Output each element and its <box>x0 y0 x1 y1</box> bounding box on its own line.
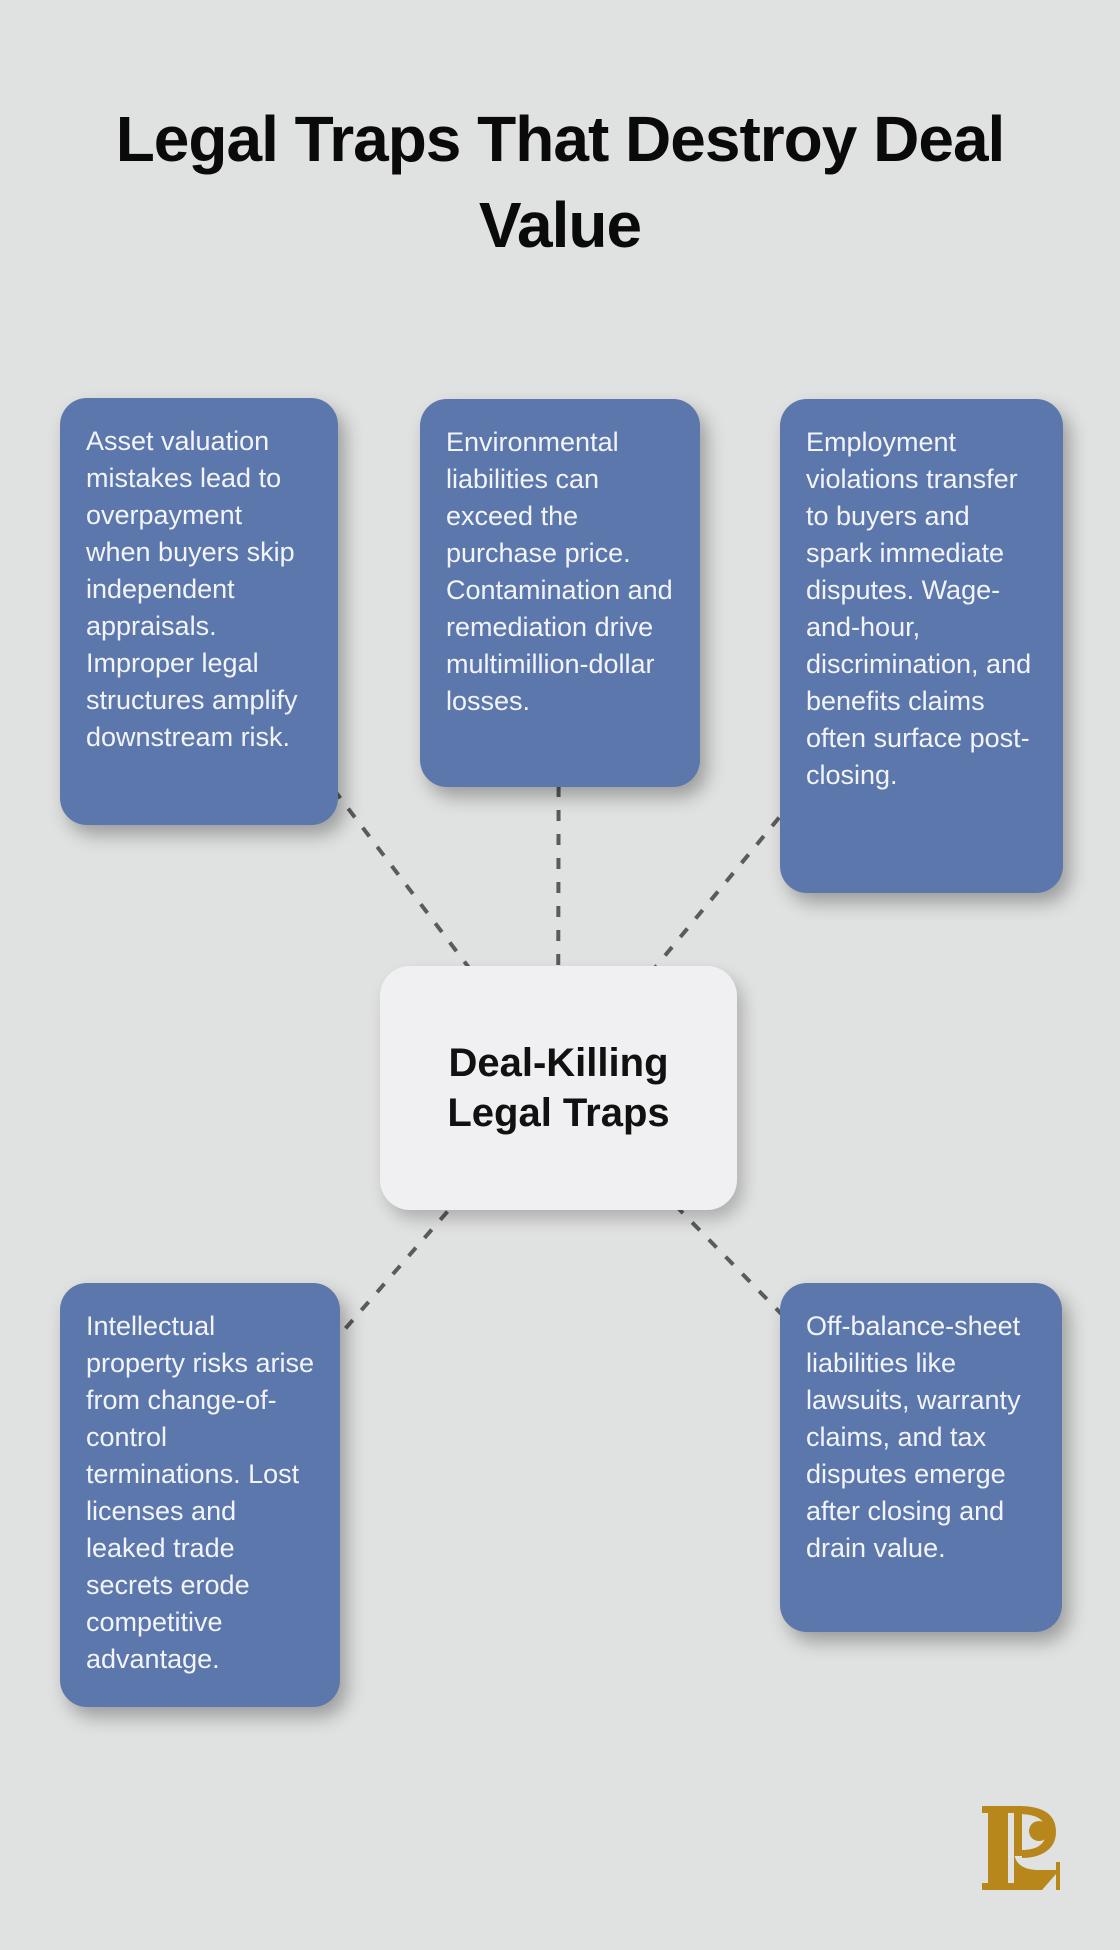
center-node: Deal-Killing Legal Traps <box>380 966 737 1210</box>
trap-node-text: Asset valuation mistakes lead to overpay… <box>86 426 298 752</box>
pl-monogram-logo-icon <box>982 1806 1060 1890</box>
trap-node-off-balance-sheet: Off-balance-sheet liabilities like lawsu… <box>780 1283 1062 1632</box>
trap-node-employment-violations: Employment violations transfer to buyers… <box>780 399 1063 893</box>
trap-node-environmental-liabilities: Environmental liabilities can exceed the… <box>420 399 700 787</box>
connector-intellectual-property <box>198 1083 560 1497</box>
trap-node-text: Environmental liabilities can exceed the… <box>446 427 673 716</box>
trap-node-text: Employment violations transfer to buyers… <box>806 427 1032 790</box>
trap-node-text: Off-balance-sheet liabilities like lawsu… <box>806 1311 1021 1563</box>
trap-node-intellectual-property: Intellectual property risks arise from c… <box>60 1283 340 1707</box>
page-title-line-2: Value <box>478 189 642 261</box>
page-title: Legal Traps That Destroy Deal Value <box>0 96 1120 268</box>
trap-node-text: Intellectual property risks arise from c… <box>86 1311 315 1674</box>
page-title-line-1: Legal Traps That Destroy Deal <box>115 103 1006 175</box>
trap-node-asset-valuation: Asset valuation mistakes lead to overpay… <box>60 398 338 825</box>
center-node-label: Deal-Killing Legal Traps <box>447 1041 670 1135</box>
